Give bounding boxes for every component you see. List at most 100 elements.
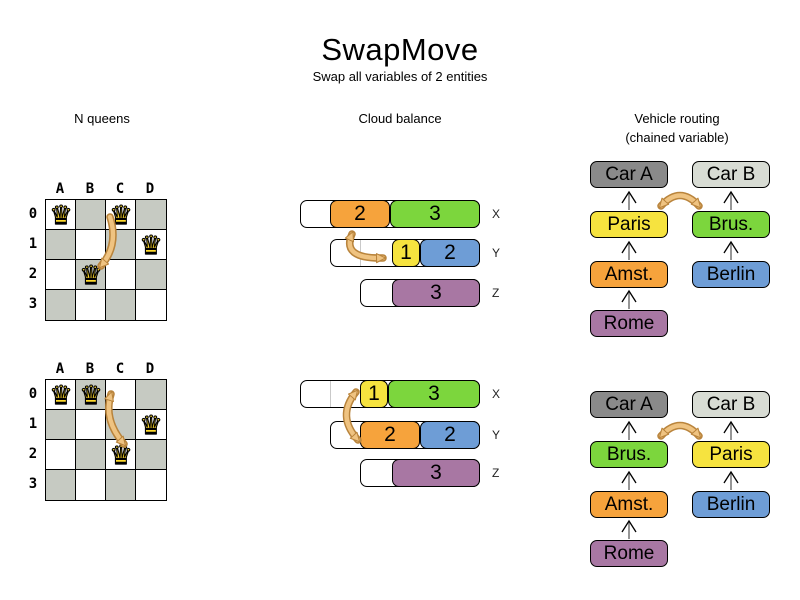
board-cell (106, 380, 136, 410)
board-cell (46, 290, 76, 320)
process-value: 1 (368, 382, 380, 405)
queen-icon: ♛ (109, 200, 133, 231)
process-value: 3 (429, 202, 441, 225)
city-box: Rome (590, 540, 668, 567)
board2-col-label: B (85, 361, 95, 377)
board-cell (136, 200, 166, 230)
board-cell (76, 470, 106, 500)
computer-label-z: Z (492, 286, 500, 300)
board-cell (106, 260, 136, 290)
car-box: Car A (590, 161, 668, 188)
board2-col-label: A (55, 361, 65, 377)
ghost-divider (360, 240, 361, 266)
board1-col-label: D (145, 181, 155, 197)
board-cell (46, 230, 76, 260)
city-box: Berlin (692, 491, 770, 518)
queen-icon: ♛ (109, 440, 133, 471)
board-cell (136, 470, 166, 500)
process-value: 3 (430, 281, 442, 304)
queen-icon: ♛ (79, 260, 103, 291)
header-cloud-balance: Cloud balance (358, 111, 442, 126)
board1-row-label: 3 (28, 296, 38, 312)
board1-col-label: C (115, 181, 125, 197)
board1-col-label: A (55, 181, 65, 197)
board-cell (46, 410, 76, 440)
city-box: Brus. (692, 211, 770, 238)
board-cell (76, 230, 106, 260)
process-block: 3 (392, 279, 480, 307)
process-value: 3 (430, 461, 442, 484)
process-block: 2 (330, 200, 390, 228)
car-box: Car A (590, 391, 668, 418)
board1-row-label: 2 (28, 266, 38, 282)
queen-icon: ♛ (49, 380, 73, 411)
process-block: 1 (360, 380, 388, 408)
city-box: Berlin (692, 261, 770, 288)
process-block: 2 (420, 421, 480, 449)
board1-row-label: 1 (28, 236, 38, 252)
board-cell (106, 230, 136, 260)
page-subtitle: Swap all variables of 2 entities (312, 69, 488, 84)
process-block: 1 (392, 239, 420, 267)
computer-label-x: X (492, 387, 501, 401)
chain-connector-lines (628, 193, 732, 539)
header-vehicle-routing-line2: (chained variable) (625, 130, 729, 145)
board2-row-label: 2 (28, 446, 38, 462)
board-cell (76, 410, 106, 440)
board-cell (136, 260, 166, 290)
city-box: Paris (590, 211, 668, 238)
computer-label-z: Z (492, 466, 500, 480)
board-cell (46, 200, 76, 230)
board1-col-label: B (85, 181, 95, 197)
chessboard-before: ♛ ♛ ♛ ♛ (45, 199, 167, 321)
board2-col-label: C (115, 361, 125, 377)
process-block: 2 (360, 421, 420, 449)
ghost-divider (330, 381, 331, 407)
board-cell (106, 410, 136, 440)
process-value: 2 (354, 202, 366, 225)
board-cell (46, 380, 76, 410)
board-cell (136, 380, 166, 410)
chessboard-after: ♛ ♛ ♛ ♛ (45, 379, 167, 501)
header-n-queens: N queens (74, 111, 130, 126)
board-cell (46, 260, 76, 290)
board-cell (76, 200, 106, 230)
board2-row-label: 1 (28, 416, 38, 432)
process-block: 3 (392, 459, 480, 487)
process-value: 3 (428, 382, 440, 405)
board-cell (106, 470, 136, 500)
queen-icon: ♛ (139, 230, 163, 261)
computer-label-y: Y (492, 428, 501, 442)
computer-label-y: Y (492, 246, 501, 260)
board-cell (76, 440, 106, 470)
queen-icon: ♛ (49, 200, 73, 231)
process-block: 3 (388, 380, 480, 408)
board-cell (106, 290, 136, 320)
process-value: 1 (400, 241, 412, 264)
city-box: Amst. (590, 261, 668, 288)
board2-row-label: 0 (28, 386, 38, 402)
header-vehicle-routing-line1: Vehicle routing (634, 111, 720, 126)
city-box: Rome (590, 310, 668, 337)
process-value: 2 (444, 423, 456, 446)
board-cell (46, 440, 76, 470)
board-cell (136, 410, 166, 440)
queen-icon: ♛ (79, 380, 103, 411)
car-box: Car B (692, 391, 770, 418)
city-box: Amst. (590, 491, 668, 518)
board-cell (136, 440, 166, 470)
process-block: 3 (390, 200, 480, 228)
board1-row-label: 0 (28, 206, 38, 222)
city-box: Paris (692, 441, 770, 468)
queen-icon: ♛ (139, 410, 163, 441)
page-title: SwapMove (321, 32, 479, 67)
chain-arrowhead-icons (621, 190, 739, 533)
process-block: 2 (420, 239, 480, 267)
process-value: 2 (384, 423, 396, 446)
city-box: Brus. (590, 441, 668, 468)
board-cell (136, 230, 166, 260)
board2-col-label: D (145, 361, 155, 377)
computer-label-x: X (492, 207, 501, 221)
car-box: Car B (692, 161, 770, 188)
